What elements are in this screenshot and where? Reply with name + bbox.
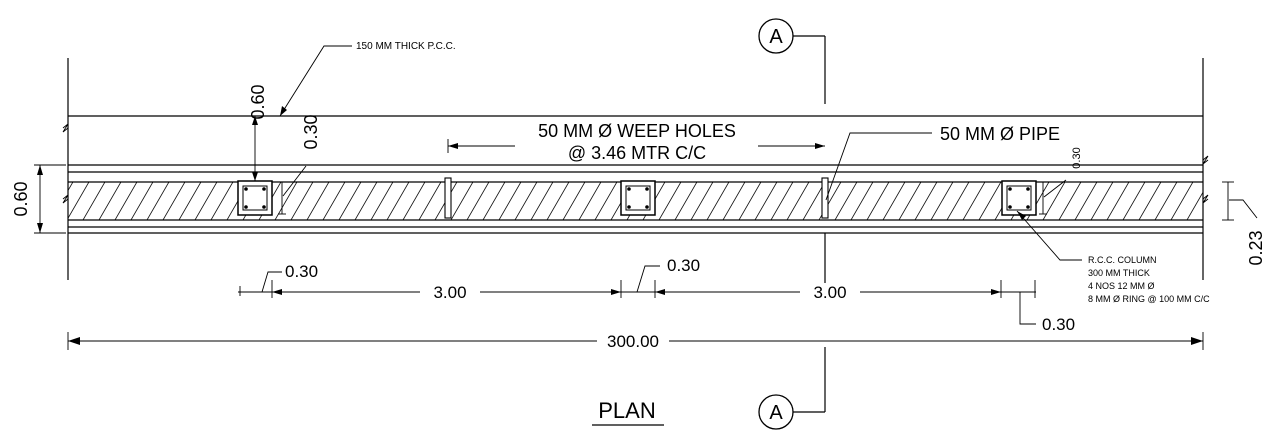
dim-col-left-label: 0.30 <box>285 262 318 281</box>
dim-chain <box>238 265 1036 325</box>
dim-span-left-label: 3.00 <box>433 283 466 302</box>
section-marker-bottom: A <box>758 394 794 430</box>
drawing-title: PLAN <box>592 398 664 426</box>
dim-span-right-label: 3.00 <box>813 283 846 302</box>
section-line <box>793 35 826 413</box>
pcc-leader: 150 MM THICK P.C.C. <box>279 41 456 117</box>
dim-wall-thickness-label: 0.23 <box>1246 230 1266 265</box>
dim-overall-label: 300.00 <box>607 332 659 351</box>
section-marker-top: A <box>758 18 794 54</box>
column-note-line1: R.C.C. COLUMN <box>1088 255 1157 265</box>
weep-pipe-left <box>444 177 452 219</box>
dim-pcc-offset: 0.60 <box>248 84 268 181</box>
column-note-line3: 4 NOS 12 MM Ø <box>1088 281 1155 291</box>
section-marker-bottom-label: A <box>769 402 783 424</box>
dim-wall-thickness: 0.23 <box>1222 181 1266 266</box>
column-note: R.C.C. COLUMN 300 MM THICK 4 NOS 12 MM Ø… <box>1016 210 1210 304</box>
rcc-column-middle <box>620 180 656 216</box>
plan-outline <box>62 58 1209 280</box>
pipe-leader: 50 MM Ø PIPE <box>825 124 1060 201</box>
dim-col-gap-left: 0.30 <box>278 114 321 215</box>
dim-col-mid-label: 0.30 <box>667 256 700 275</box>
rcc-column-left <box>237 180 273 216</box>
drawing-title-text: PLAN <box>598 398 655 423</box>
dim-overall: 300.00 <box>67 332 1204 351</box>
dim-col-gap-left-label: 0.30 <box>301 114 321 149</box>
weep-holes-annotation: 50 MM Ø WEEP HOLES @ 3.46 MTR C/C <box>447 121 825 163</box>
rcc-column-right <box>1001 180 1037 216</box>
weep-holes-line1: 50 MM Ø WEEP HOLES <box>538 121 736 141</box>
column-note-line4: 8 MM Ø RING @ 100 MM C/C <box>1088 294 1210 304</box>
weep-pipe-right <box>821 177 829 219</box>
dim-wall-width-label: 0.60 <box>11 181 31 216</box>
pipe-note: 50 MM Ø PIPE <box>940 124 1060 144</box>
dim-col-right-label: 0.30 <box>1042 315 1075 334</box>
column-note-line2: 300 MM THICK <box>1088 268 1150 278</box>
dim-col-gap-right-label: 0.30 <box>1071 147 1083 168</box>
section-marker-top-label: A <box>769 26 783 48</box>
pcc-note: 150 MM THICK P.C.C. <box>356 41 456 52</box>
dim-pcc-offset-label: 0.60 <box>248 84 268 119</box>
dim-col-gap-right: 0.30 <box>1039 147 1083 215</box>
weep-holes-line2: @ 3.46 MTR C/C <box>568 143 706 163</box>
dim-wall-width: 0.60 <box>11 164 66 234</box>
